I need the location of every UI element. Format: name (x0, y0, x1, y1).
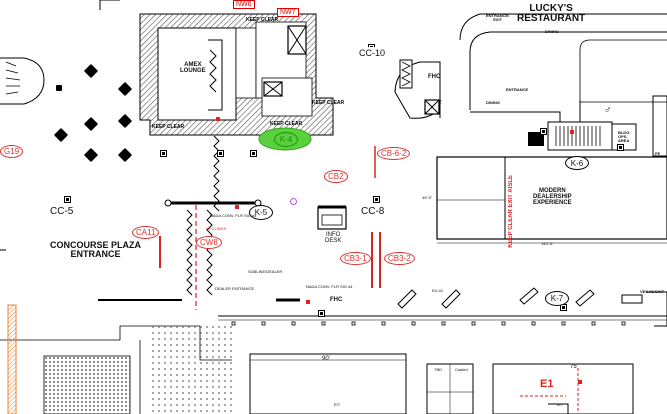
k5-oval-marker: K-5 (249, 205, 273, 220)
cc5-label: CC-5 (50, 206, 74, 217)
dining-label: DINING (486, 100, 500, 105)
info-line1: INFO (326, 232, 341, 238)
amex-line1: AMEX (184, 62, 202, 68)
nada-note: NADA CONV. FLR SIG #4 (210, 213, 257, 218)
stanchion-line (213, 135, 220, 212)
bldg-line1: BLDG. (618, 130, 631, 135)
info-line2: DESK (325, 238, 342, 244)
table-cell: Casted (455, 367, 468, 372)
luckys-line2: RESTAURANT (517, 13, 586, 24)
keep-clear-label: KEEP CLEAR (246, 17, 279, 23)
subline-note: SUBLINE/DEALER (248, 269, 283, 274)
booth-g19: G19 (0, 145, 24, 158)
vegas-exit-label: VEGAS EXIT (640, 289, 665, 294)
dining-label: DINING (545, 29, 559, 34)
luckys-line1: LUCKY'S (529, 3, 573, 14)
amex-lounge-label: AMEX LOUNGE (180, 62, 206, 74)
entrance-exit-line2: EXIT (493, 17, 503, 22)
booth-cb6-2: CB-6-2 (377, 147, 411, 160)
keep-clear-label: KEEP CLEAR (312, 100, 345, 106)
fhc-label: FHC (428, 74, 441, 80)
pillar (56, 85, 62, 91)
marker-icon (570, 130, 574, 134)
eu-label: EU #1 (432, 288, 444, 293)
dim-90-label: 90' (322, 356, 330, 362)
column-marker-icon (64, 196, 71, 203)
entrance-exit-label: ENTRANCE/ EXIT (486, 14, 509, 22)
table-cell: TBD (434, 367, 442, 372)
booth-cb3-1: CB3-1 (340, 252, 371, 265)
table-cell: E/T (334, 402, 341, 407)
amex-lounge-room (157, 27, 237, 121)
k6-oval-marker: K-6 (565, 156, 589, 170)
dealership-booth (436, 156, 667, 240)
nada-note: NADA CONV. FLR SIG #4 (306, 284, 353, 289)
clings-note: #5 CLINGS (206, 226, 227, 231)
nw6-label: NW6 (233, 0, 255, 9)
modern-line2: DEALERSHIP (533, 194, 572, 200)
ring-icon (290, 198, 297, 205)
cc8-label: CC-8 (361, 206, 385, 217)
modern-dealership-label: MODERN DEALERSHIP EXPERIENCE (533, 188, 572, 206)
keep-clear-label: KEEP CLEAR (152, 124, 185, 130)
column-marker-icon (217, 150, 224, 157)
e1-label: E1 (540, 378, 554, 390)
keep-clear-exit-aisle-label: KEEP CLEAR EXIT AISLE (508, 175, 514, 248)
amex-line2: LOUNGE (180, 68, 206, 74)
bldg-line3: AREA (618, 138, 630, 143)
booth-cb3-2: CB3-2 (384, 252, 415, 265)
k7-oval-marker: K-7 (545, 291, 569, 306)
entrance-label: ENTRANCE (506, 87, 529, 92)
dim-75-label: 75' (570, 364, 578, 370)
marker-icon (306, 300, 310, 304)
booth-cb2: CB2 (324, 170, 348, 183)
table-cell: E/T (557, 402, 564, 407)
dim-145-label: 145'-5" (541, 241, 554, 246)
modern-line3: EXPERIENCE (533, 200, 572, 206)
modern-line1: MODERN (539, 188, 566, 194)
restaurant-outline (459, 13, 667, 41)
concourse-line1: CONCOURSE PLAZA (50, 240, 142, 250)
booth-ca11: CA11 (132, 226, 160, 239)
fhc-label: FHC (330, 297, 343, 303)
bldg-ops-label: BLDG. OPS. AREA (618, 131, 630, 143)
luckys-restaurant-label: LUCKY'S RESTAURANT (517, 4, 585, 24)
dim-49-label: 49'-5" (422, 195, 433, 200)
booth-cw8: CW8 (196, 236, 222, 249)
fe-label: FE (655, 151, 661, 156)
keep-clear-label: KEEP CLEAR (270, 121, 303, 127)
nw7-label: NW7 (277, 8, 299, 17)
entrance-exit-line1: ENTRANCE/ (486, 13, 510, 18)
column-marker-icon (617, 144, 624, 151)
restroom-icon: ♂ (604, 105, 612, 116)
marker-icon (235, 205, 239, 209)
bldg-line2: OPS. (618, 134, 628, 139)
marker-icon (578, 380, 582, 384)
dealer-entrance-note: DEALER ENTRANCE (215, 286, 255, 291)
column-marker-icon (373, 196, 380, 203)
k4-oval-marker: K-4 (274, 132, 298, 147)
restroom-icon: ♀ (436, 97, 444, 108)
concourse-line2: ENTRANCE (70, 249, 121, 259)
concourse-plaza-label: CONCOURSE PLAZA ENTRANCE (50, 241, 141, 259)
column-marker-icon (250, 150, 257, 157)
k10-oval-marker: CC-10 (355, 47, 389, 59)
column-marker-icon (318, 310, 325, 317)
column-marker-icon (540, 128, 547, 135)
column-marker-icon (160, 150, 167, 157)
marker-icon (216, 117, 220, 121)
info-desk-label: INFO DESK (325, 232, 341, 244)
